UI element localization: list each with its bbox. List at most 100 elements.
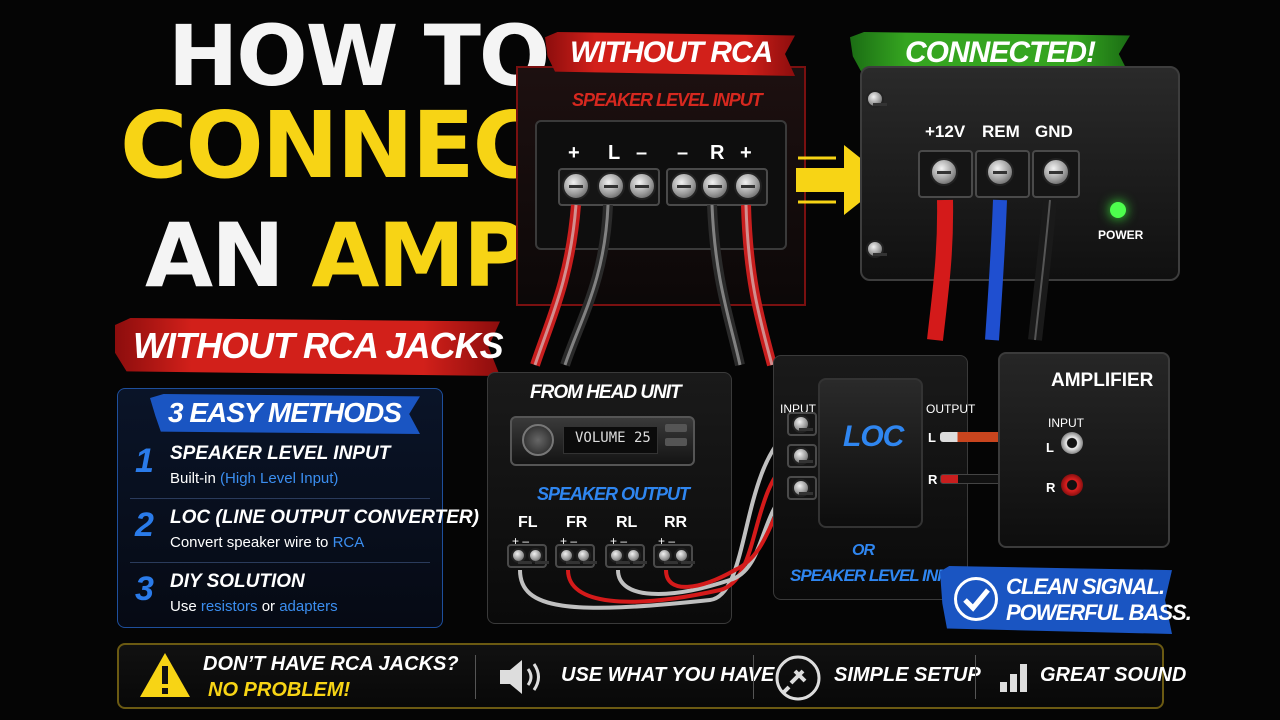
method-3-subtitle: Use resistors or adapters [170,598,338,615]
terminal-label-r: R [710,142,725,164]
loc-output-l: L [928,430,936,445]
screw-icon [511,548,532,564]
screw-icon [576,548,597,564]
terminal-label-12v: +12V [925,122,966,141]
rca-jack-red-icon [1061,474,1083,496]
rca-cable-left-icon [940,432,1010,442]
channel-label-rl: RL [616,514,638,531]
without-rca-banner [545,32,795,76]
speaker-icon [500,660,540,694]
connected-title: CONNECTED! [905,36,1096,69]
method-1-sub-highlight: (High Level Input) [220,470,339,487]
amplifier-title: AMPLIFIER [1051,370,1154,391]
mount-screw-icon [866,240,887,258]
power-led-icon [1110,202,1126,218]
method-3-sub-text: Use [170,598,201,615]
title-an: AN [145,204,285,307]
method-2-title: LOC (LINE OUTPUT CONVERTER) [170,507,479,528]
method-1-sub-text: Built-in [170,470,221,487]
terminal-label-minus-left: – [636,142,648,164]
screw-icon [674,548,695,564]
bottom-item-great-sound: GREAT SOUND [1040,664,1187,686]
channel-label-fl: FL [518,514,538,531]
channel-label-rr: RR [664,514,688,531]
loc-name: LOC [843,420,904,453]
terminal-label-l: L [608,142,621,164]
subtitle-banner [115,318,500,376]
method-2-sub-highlight: RCA [332,534,365,551]
screw-icon [792,447,813,465]
warning-icon [140,653,190,697]
amplifier-panel [998,352,1170,548]
method-2-sub-text: Convert speaker wire to [170,534,333,551]
loc-output-label: OUTPUT [926,402,976,416]
methods-banner [150,394,420,434]
screw-icon [792,415,813,433]
plug-icon [775,655,821,701]
method-divider [130,498,430,499]
without-rca-title: WITHOUT RCA [570,36,773,69]
screw-icon [626,548,647,564]
screw-icon [562,172,590,200]
speaker-output-label: SPEAKER OUTPUT [537,484,690,504]
signal-bars-icon [1000,664,1027,692]
screw-icon [701,172,729,200]
warning-line-1: DON’T HAVE RCA JACKS? [203,653,459,675]
screw-icon [528,548,549,564]
subtitle-text: WITHOUT RCA JACKS [133,325,504,366]
radio-button-icon [665,424,687,432]
terminal-label-minus-right: – [677,142,689,164]
bottom-divider [753,655,754,699]
screw-icon [1042,158,1070,186]
method-divider [130,562,430,563]
screw-icon [609,548,630,564]
amplifier-input-label: INPUT [1048,416,1084,430]
method-3-title: DIY SOLUTION [170,571,305,592]
warning-line-2: NO PROBLEM! [208,679,351,701]
method-1-subtitle: Built-in (High Level Input) [170,470,338,487]
terminal-label-plus-left: + [568,142,580,164]
methods-heading: 3 EASY METHODS [168,397,402,428]
method-3-sub-highlight-2: adapters [279,598,338,615]
or-label: OR [852,542,875,559]
radio-button-icon [665,438,687,446]
badge-line-2: POWERFUL BASS. [1006,600,1192,625]
speaker-level-input-label: SPEAKER LEVEL INPUT [572,90,763,110]
bottom-bar [117,643,1164,709]
speaker-wires-icon [530,204,777,367]
method-3-sub-text-2: or [257,598,280,615]
speaker-level-input-alt: SPEAKER LEVEL INPUT [790,566,969,585]
head-unit-title: FROM HEAD UNIT [530,382,682,403]
badge-line-1: CLEAN SIGNAL. [1006,574,1165,599]
power-label: POWER [1098,228,1144,242]
power-cables-icon [927,199,1057,341]
screw-icon [670,172,698,200]
amplifier-input-r: R [1046,480,1056,495]
radio-volume-readout: VOLUME 25 [575,430,651,446]
channel-label-fr: FR [566,514,588,531]
volume-knob-icon [522,424,554,456]
check-circle-icon [954,577,998,621]
terminal-label-plus-right: + [740,142,752,164]
bottom-divider [475,655,476,699]
screw-icon [986,158,1014,186]
title-amp: AMP [311,204,527,307]
screw-icon [734,172,762,200]
terminal-label-gnd: GND [1035,122,1073,141]
title-line-an-amp: AN AMP [145,212,528,300]
screw-icon [657,548,678,564]
method-1-title: SPEAKER LEVEL INPUT [170,443,391,464]
method-2-number: 2 [135,506,154,544]
screw-icon [559,548,580,564]
method-1-number: 1 [135,442,154,480]
screw-icon [597,172,625,200]
terminal-label-rem: REM [982,122,1020,141]
head-unit-wires-icon [518,428,792,610]
title-line-how-to: HOW TO [168,7,550,105]
bottom-item-use-what-you-have: USE WHAT YOU HAVE [561,664,775,686]
method-2-subtitle: Convert speaker wire to RCA [170,534,364,551]
method-3-sub-highlight-1: resistors [200,598,258,615]
amplifier-input-l: L [1046,440,1054,455]
head-unit-panel [487,372,732,624]
screw-icon [792,479,813,497]
